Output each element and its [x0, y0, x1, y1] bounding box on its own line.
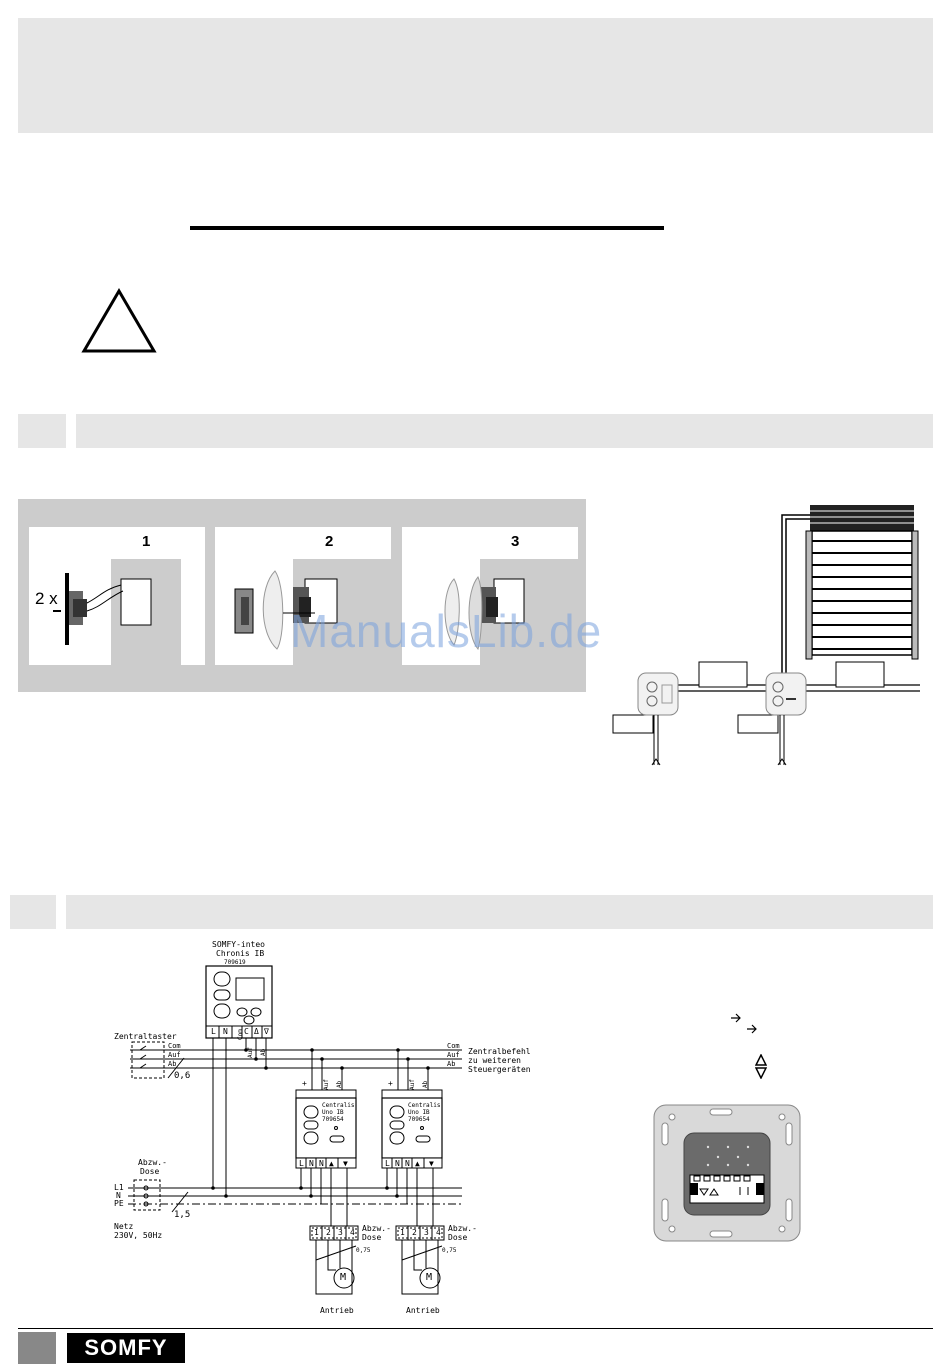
unit-1-terminal-l: L [299, 1159, 304, 1168]
motor-1-cable-size: 0,75 [356, 1247, 371, 1254]
bus-label-ab: Ab [168, 1060, 177, 1068]
motor-1-terminal-1: 1 [314, 1228, 319, 1237]
timer-title-line-2: Chronis IB [216, 949, 265, 958]
timer-wire-auf: Auf [247, 1047, 254, 1058]
triangle-down-icon [755, 1067, 767, 1079]
arrow-right-icon [731, 1013, 741, 1023]
timer-title-line-1: SOMFY-inteo [212, 940, 265, 949]
step-1-number: 1 [142, 533, 151, 550]
unit-1-name-1: Centralis [322, 1102, 355, 1109]
bus-label-com: Com [168, 1042, 181, 1050]
unit-2-terminal-down: ▼ [429, 1159, 434, 1168]
unit-1-top-plus: + [302, 1079, 307, 1088]
step-1-panel: 1 2 x [29, 527, 205, 665]
unit-2-top-ab: Ab [422, 1080, 429, 1088]
motor-1-terminal-2: 2 [326, 1228, 331, 1237]
motor-1-symbol: M [340, 1272, 347, 1283]
title-underline [190, 226, 664, 230]
unit-1-name-2: Uno IB [322, 1109, 344, 1116]
triangle-up-icon [755, 1054, 767, 1066]
screw-count-label: 2 x [35, 589, 58, 608]
bus-label-auf: Auf [168, 1051, 181, 1059]
motor-2-junction-2: Dose [448, 1233, 468, 1242]
wiring-lines [128, 965, 462, 1295]
unit-1-terminal-down: ▼ [343, 1159, 348, 1168]
motor-2-terminal-1: 1 [400, 1228, 405, 1237]
motor-2-terminal-2: 2 [412, 1228, 417, 1237]
step-1-illustration [53, 559, 181, 665]
step-2-number: 2 [325, 533, 334, 550]
unit-1-terminal-up: ▲ [329, 1159, 334, 1168]
mains-pe: PE [114, 1199, 124, 1208]
unit-2-code: 709654 [408, 1116, 430, 1123]
motor-1-label: Antrieb [320, 1306, 354, 1315]
timer-terminal-down: ∇ [264, 1027, 269, 1036]
page-number-box [18, 1332, 56, 1364]
mains-junction-2: Dose [140, 1167, 160, 1176]
step-2-illustration [234, 559, 391, 665]
timer-terminal-c: C [244, 1027, 249, 1036]
motor-2-cable-size: 0,75 [442, 1247, 457, 1254]
section-1-number-box [18, 414, 66, 448]
timer-terminal-n: N [223, 1027, 228, 1036]
timer-terminal-l: L [211, 1027, 216, 1036]
footer-rule [18, 1328, 933, 1329]
step-2-panel: 2 [215, 527, 391, 665]
cable-size-large: 1,5 [174, 1210, 191, 1220]
central-command-line-1: Zentralbefehl [468, 1047, 531, 1056]
unit-2-name-2: Uno IB [408, 1109, 430, 1116]
arrow-right-icon-2 [747, 1024, 757, 1034]
motor-2-terminal-4: 4 [436, 1228, 441, 1237]
unit-2-name-1: Centralis [408, 1102, 441, 1109]
mains-junction-1: Abzw.- [138, 1158, 167, 1167]
timer-wire-com: Com [237, 1029, 244, 1040]
unit-2-terminal-n2: N [405, 1159, 410, 1168]
unit-1-terminal-n2: N [319, 1159, 324, 1168]
bus-end-label-auf: Auf [447, 1051, 460, 1059]
motor-1-terminal-3: 3 [338, 1228, 343, 1237]
mains-voltage: 230V, 50Hz [114, 1231, 163, 1240]
flush-mount-insert-illustration [653, 1104, 801, 1242]
unit-2-terminal-l: L [385, 1159, 390, 1168]
section-2-number-box [10, 895, 56, 929]
mains-label: Netz [114, 1222, 134, 1231]
warning-icon [81, 288, 157, 353]
unit-2-terminal-up: ▲ [415, 1159, 420, 1168]
bus-end-label-com: Com [447, 1042, 460, 1050]
header-band [18, 18, 933, 133]
motor-2-symbol: M [426, 1272, 433, 1283]
mains-l1: L1 [114, 1183, 124, 1192]
unit-1-terminal-n1: N [309, 1159, 314, 1168]
section-1-header-bar [76, 414, 933, 448]
unit-2-top-plus: + [388, 1079, 393, 1088]
timer-code: 709619 [224, 959, 246, 966]
step-3-panel: 3 [402, 527, 578, 665]
unit-2-top-auf: Auf [409, 1079, 416, 1090]
unit-1-code: 709654 [322, 1116, 344, 1123]
timer-wire-ab: Ab [260, 1048, 267, 1056]
unit-2-terminal-n1: N [395, 1159, 400, 1168]
cable-size-small: 0,6 [174, 1071, 191, 1081]
mains-n: N [116, 1191, 121, 1200]
watermark: ManualsLib.de [290, 605, 603, 657]
central-command-line-3: Steuergeräten [468, 1065, 531, 1074]
unit-1-top-ab: Ab [336, 1080, 343, 1088]
motor-2-label: Antrieb [406, 1306, 440, 1315]
unit-1-top-auf: Auf [323, 1079, 330, 1090]
motor-2-terminal-3: 3 [424, 1228, 429, 1237]
motor-1-junction-2: Dose [362, 1233, 382, 1242]
section-2-header-bar [66, 895, 933, 929]
shutter-installation-diagram [612, 505, 920, 766]
step-3-number: 3 [511, 533, 520, 550]
timer-terminal-up: Δ [254, 1027, 259, 1036]
bus-end-label-ab: Ab [447, 1060, 456, 1068]
motor-1-terminal-4: 4 [350, 1228, 355, 1237]
motor-1-junction-1: Abzw.- [362, 1224, 391, 1233]
central-command-line-2: zu weiteren [468, 1056, 521, 1065]
central-switch-label: Zentraltaster [114, 1032, 177, 1041]
motor-2-junction-1: Abzw.- [448, 1224, 477, 1233]
wiring-diagram: SOMFY-inteo Chronis IB 709619 [0, 930, 560, 1320]
step-3-illustration [444, 559, 578, 665]
somfy-logo: SOMFY [67, 1333, 185, 1363]
